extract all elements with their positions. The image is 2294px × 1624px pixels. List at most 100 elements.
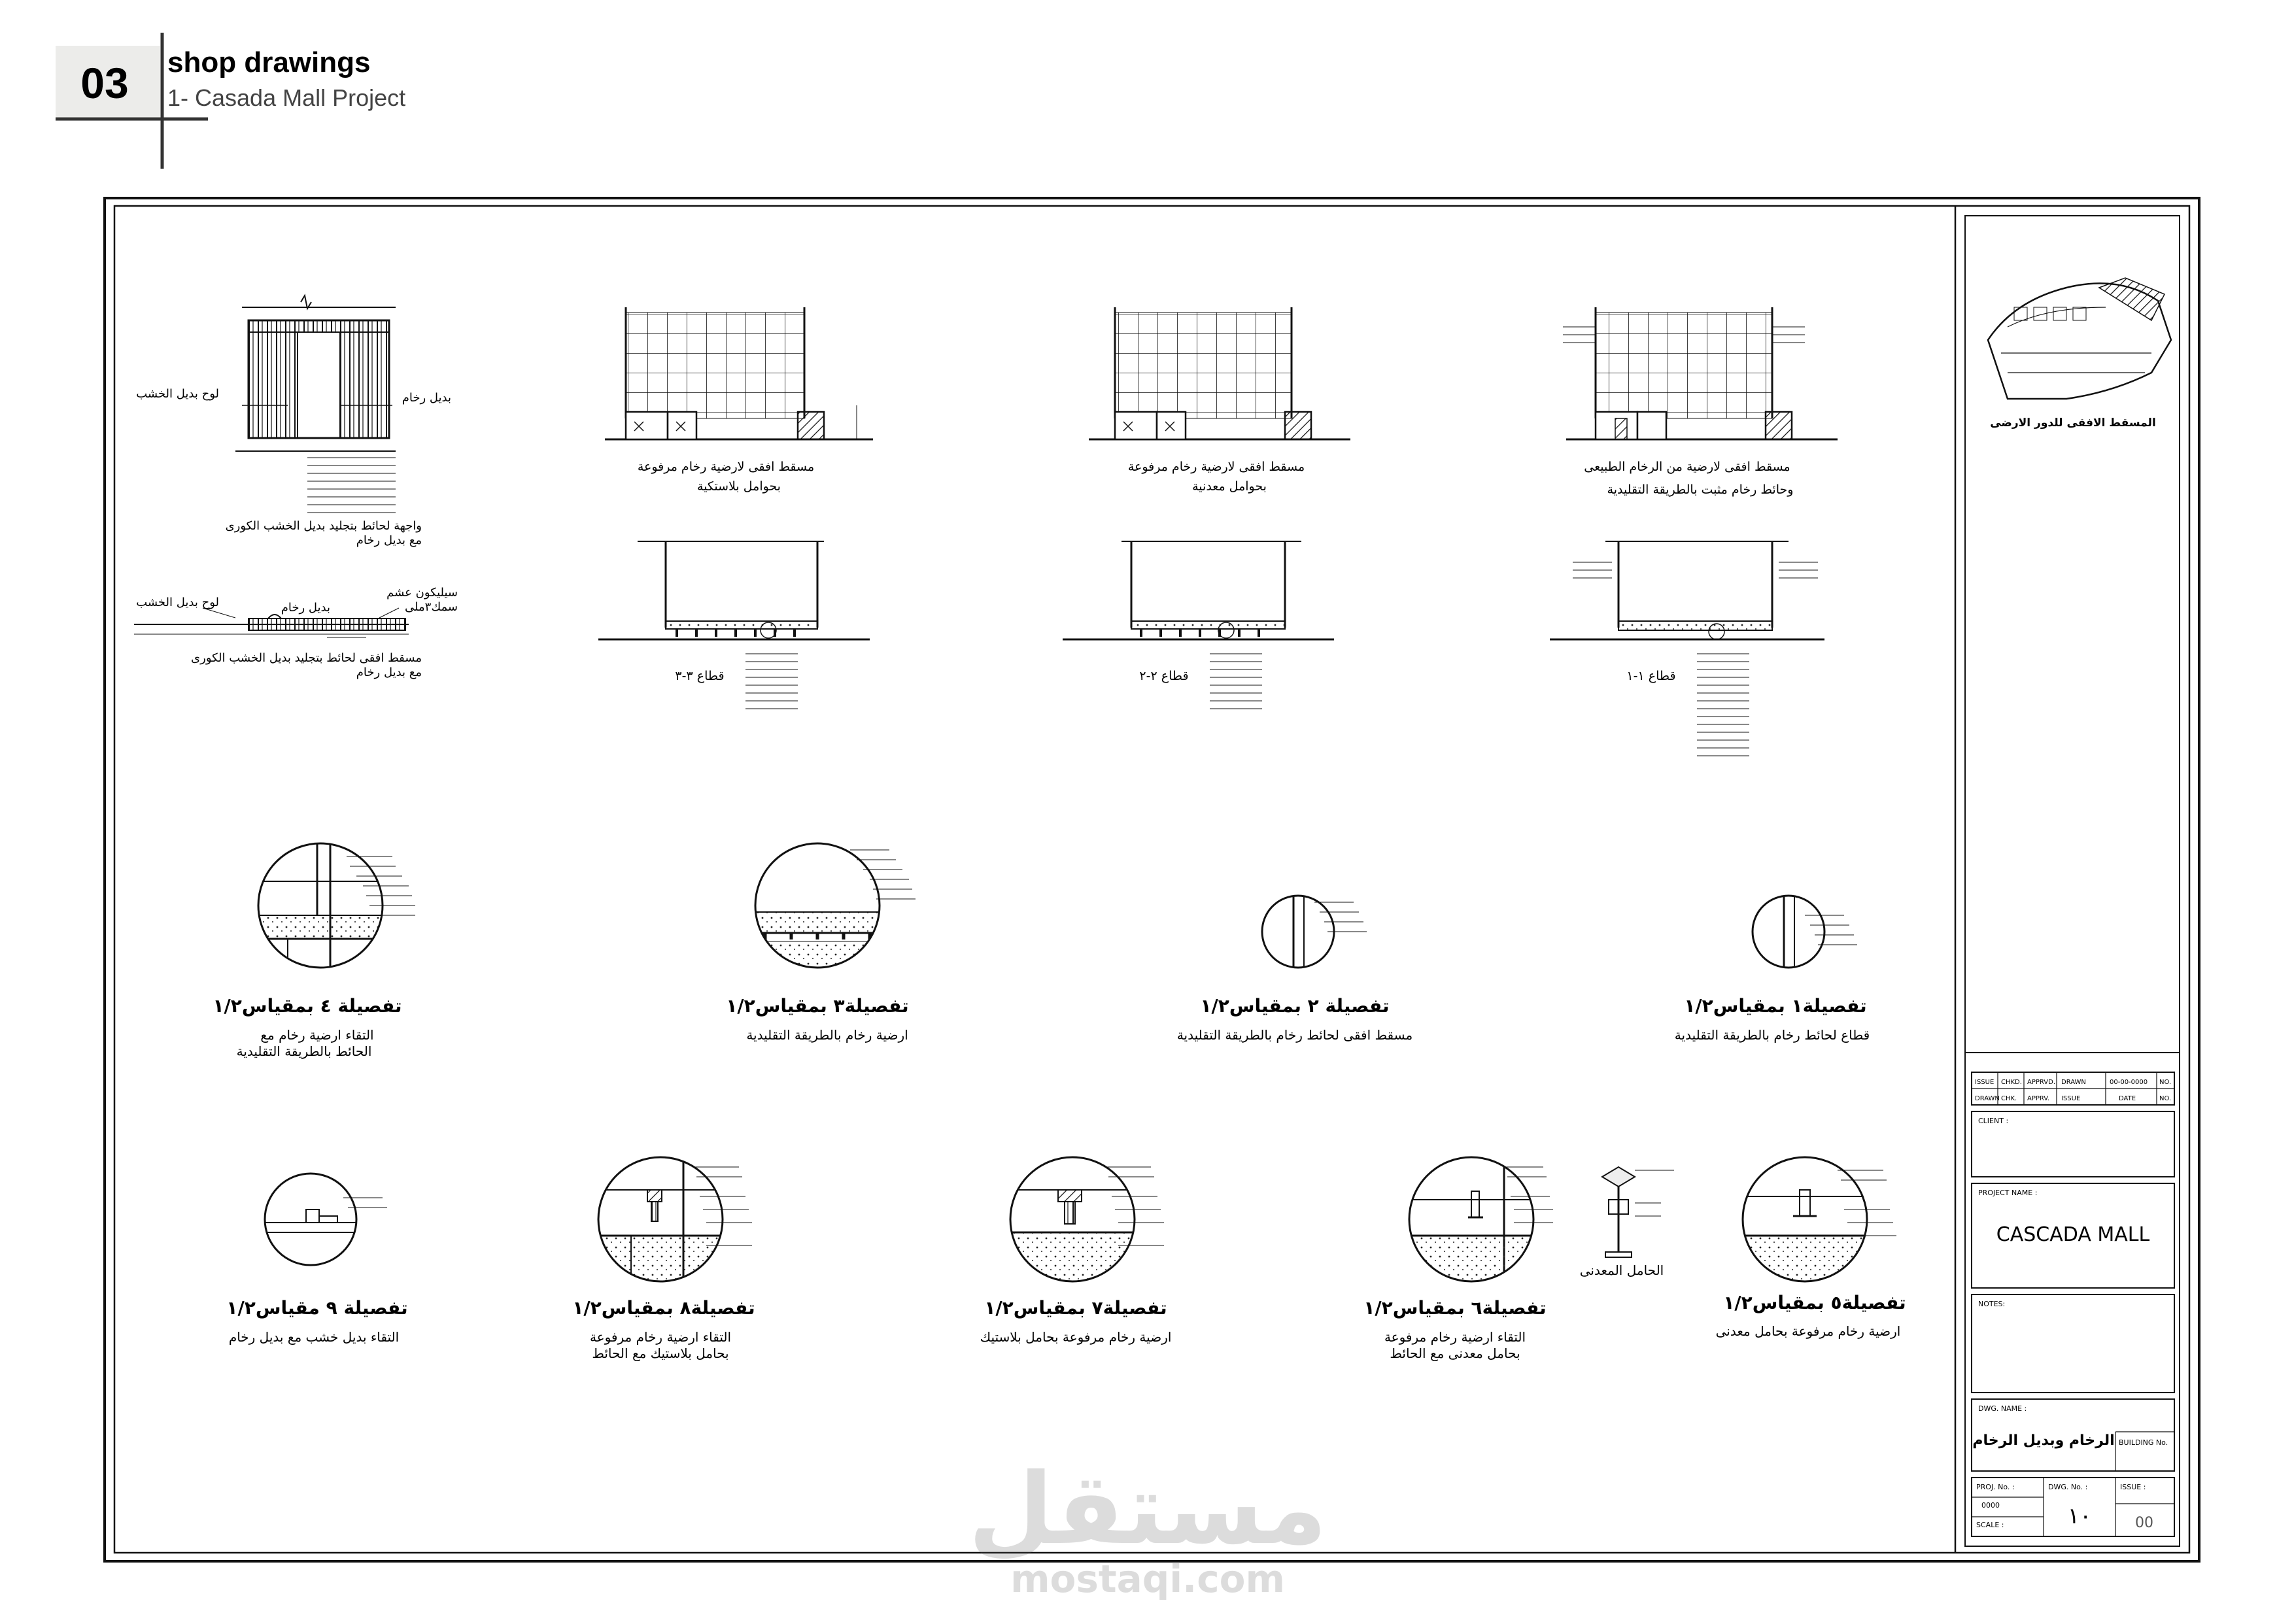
detail-4-drawing <box>257 842 415 969</box>
detail-8-title: تفصيلة٨ بمقياس١/٢ <box>572 1297 755 1319</box>
section-label-1-1: قطاع ١-١ <box>1626 669 1675 683</box>
project-name: CASCADA MALL <box>1996 1223 2150 1246</box>
dwg-no: ١٠ <box>2068 1503 2092 1529</box>
rev-h6: NO. <box>2159 1079 2171 1086</box>
rev-r2: CHK. <box>2001 1095 2017 1102</box>
rev-h1: ISSUE <box>1975 1079 1994 1086</box>
detail-1-drawing <box>1751 894 1857 969</box>
detail-3-desc-1: ارضية رخام بالطريقة التقليدية <box>746 1027 908 1043</box>
detail-4-desc-2: الحائط بالطريقة التقليدية <box>237 1043 372 1059</box>
header-number: 03 <box>80 59 128 107</box>
dwg-name-label: DWG. NAME : <box>1978 1404 2027 1413</box>
plan-caption-plastic-1: مسقط افقى لارضية رخام مرفوعة <box>638 460 814 474</box>
label-silicone: سيليكون عشم <box>386 586 458 600</box>
detail-5-drawing <box>1741 1156 1896 1283</box>
section-1-1 <box>1550 541 1824 756</box>
header-title: shop drawings <box>167 46 370 78</box>
detail-1-desc-1: قطاع لحائط رخام بالطريقة التقليدية <box>1675 1027 1870 1043</box>
detail-2-desc-1: مسقط افقى لحائط رخام بالطريقة التقليدية <box>1177 1027 1412 1043</box>
plan-caption-traditional-2: وحائط رخام مثبت بالطريقة التقليدية <box>1607 482 1794 497</box>
label-marble-substitute: بديل رخام <box>402 391 451 405</box>
detail-1-title: تفصيلة١ بمقياس١/٢ <box>1684 995 1866 1017</box>
section-label-2-2: قطاع ٢-٢ <box>1139 669 1188 683</box>
detail-9-desc-1: التقاء بديل خشب مع بديل رخام <box>229 1329 399 1345</box>
detail-6-drawing <box>1408 1156 1553 1283</box>
detail-6-desc-2: بحامل معدنى مع الحائط <box>1390 1345 1520 1361</box>
details-row-1-text: تفصيلة ٤ بمقياس١/٢ التقاء ارضية رخام مع … <box>213 995 1870 1059</box>
watermark: مستقل mostaqi.com <box>968 1453 1327 1601</box>
detail-5-desc-1: ارضية رخام مرفوعة بحامل معدنى <box>1716 1323 1901 1339</box>
issue-value: 00 <box>2135 1515 2153 1531</box>
rev-h5: 00-00-0000 <box>2110 1079 2148 1086</box>
dwg-no-label: DWG. No. : <box>2048 1483 2087 1491</box>
key-plan <box>1987 277 2172 400</box>
section-label-3-3: قطاع ٣-٣ <box>675 669 724 683</box>
rev-r5: DATE <box>2119 1095 2136 1102</box>
detail-3-drawing <box>754 842 916 969</box>
rev-h4: DRAWN <box>2061 1079 2086 1086</box>
client-label: CLIENT : <box>1978 1117 2008 1125</box>
label-marble-substitute-2: بديل رخام <box>281 601 330 615</box>
detail-6-desc-1: التقاء ارضية رخام مرفوعة <box>1384 1329 1526 1345</box>
header-number-box <box>56 46 160 119</box>
outer-border <box>103 197 2200 1563</box>
notes-label: NOTES: <box>1978 1300 2005 1308</box>
rev-r1: DRAWN <box>1975 1095 2000 1102</box>
detail-5-title: تفصيلة٥ بمقياس١/٢ <box>1723 1292 1906 1313</box>
inner-border <box>113 205 2191 1554</box>
sheet-frame <box>103 197 2200 1563</box>
detail-2-title: تفصيلة ٢ بمقياس١/٢ <box>1200 995 1389 1017</box>
header-subtitle: 1- Casada Mall Project <box>167 84 405 111</box>
rev-h2: CHKD. <box>2001 1079 2022 1086</box>
revision-table-text: ISSUE CHKD. APPRVD. DRAWN 00-00-0000 NO.… <box>1975 1079 2171 1102</box>
rev-h3: APPRVD. <box>2027 1079 2055 1086</box>
rev-r6: NO. <box>2159 1095 2171 1102</box>
details-row-2-text: تفصيلة ٩ مقياس١/٢ التقاء بديل خشب مع بدي… <box>226 1292 1906 1361</box>
watermark-arabic: مستقل <box>968 1453 1327 1566</box>
detail-8-desc-1: التقاء ارضية رخام مرفوعة <box>590 1329 731 1345</box>
wall-elevation-caption-1: واجهة لحائط بتجليد بديل الخشب الكورى <box>226 519 422 533</box>
detail-6-title: تفصيلة٦ بمقياس١/٢ <box>1363 1297 1546 1319</box>
header: 03 shop drawings 1- Casada Mall Project <box>56 33 405 169</box>
title-block-frame <box>1964 215 2180 1547</box>
proj-no: 0000 <box>1981 1501 2000 1510</box>
detail-8-drawing <box>597 1156 752 1283</box>
detail-2-drawing <box>1261 894 1367 969</box>
proj-no-label: PROJ. No. : <box>1976 1483 2015 1491</box>
plan-caption-traditional-1: مسقط افقى لارضية من الرخام الطبيعى <box>1584 460 1790 474</box>
project-label: PROJECT NAME : <box>1978 1189 2037 1197</box>
rev-r4: ISSUE <box>2061 1095 2080 1102</box>
plan-view-metal <box>1089 307 1350 441</box>
detail-4-title: تفصيلة ٤ بمقياس١/٢ <box>213 995 402 1017</box>
plan-caption-metal-1: مسقط افقى لارضية رخام مرفوعة <box>1128 460 1305 474</box>
key-plan-caption: المسقط الافقى للدور الارضى <box>1990 416 2156 430</box>
detail-8-desc-2: بحامل بلاستيك مع الحائط <box>592 1345 728 1361</box>
detail-7-desc-1: ارضية رخام مرفوعة بحامل بلاستيك <box>980 1329 1172 1345</box>
detail-7-drawing <box>1009 1156 1164 1283</box>
section-2-2 <box>1063 541 1334 709</box>
detail-7-title: تفصيلة٧ بمقياس١/٢ <box>984 1297 1167 1319</box>
plan-caption-plastic-2: بحوامل بلاستكية <box>697 479 781 494</box>
label-wood-board-2: لوح بديل الخشب <box>136 596 219 609</box>
issue-label: ISSUE : <box>2120 1483 2146 1491</box>
building-label: BUILDING No. <box>2119 1438 2168 1447</box>
label-wood-board: لوح بديل الخشب <box>136 387 219 401</box>
detail-9-drawing <box>264 1172 387 1266</box>
wall-elevation-drawing <box>235 294 396 513</box>
watermark-latin: mostaqi.com <box>1010 1557 1285 1601</box>
plan-view-plastic <box>605 307 873 441</box>
dwg-name: الرخام وبديل الرخام <box>1972 1432 2114 1449</box>
wall-plan-caption-1: مسقط افقى لحائط بتجليد بديل الخشب الكورى <box>191 651 422 665</box>
wall-elevation-caption-2: مع بديل رخام <box>356 533 422 547</box>
detail-4-desc-1: التقاء ارضية رخام مع <box>260 1027 373 1043</box>
title-block-text: CLIENT : PROJECT NAME : CASCADA MALL NOT… <box>1972 1117 2168 1531</box>
detail-9-title: تفصيلة ٩ مقياس١/٢ <box>226 1297 407 1319</box>
detail-3-title: تفصيلة٣ بمقياس١/٢ <box>726 995 908 1017</box>
metal-pedestal-drawing <box>1601 1166 1674 1258</box>
plan-caption-metal-2: بحوامل معدنية <box>1192 479 1267 494</box>
title-block-boxes <box>1971 1111 2175 1537</box>
label-thickness: سمك٣ملى <box>405 600 458 614</box>
wall-plan-caption-2: مع بديل رخام <box>356 666 422 679</box>
